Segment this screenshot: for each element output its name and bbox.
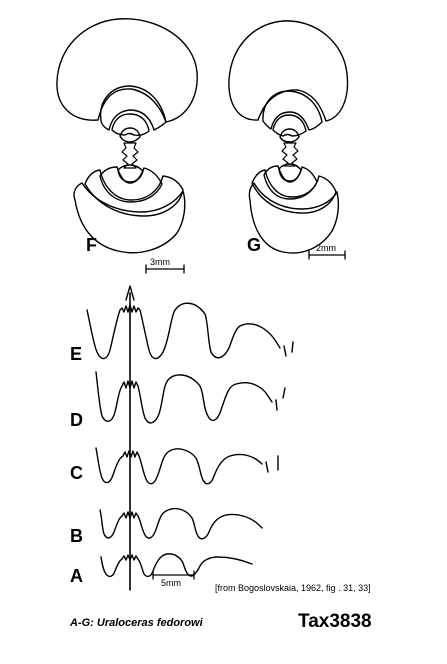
whorl-f-outer-bottom: [73, 182, 186, 254]
whorl-f-2-bottom: [84, 169, 184, 217]
whorl-g-2-bottom: [251, 169, 337, 214]
scale-bar-g: [308, 250, 346, 260]
whorl-g-3-top: [272, 114, 307, 137]
scale-label-f: 3mm: [150, 257, 170, 267]
whorl-g-3-bottom: [263, 165, 318, 200]
whorl-f-outer-top: [56, 18, 198, 123]
venter-axis: [125, 285, 135, 591]
whorl-f-3-top: [111, 113, 150, 137]
whorl-f-3-bottom: [99, 166, 163, 203]
cross-section-f: [56, 18, 198, 254]
scale-label-g: 2mm: [316, 243, 336, 253]
scale-bar-f: [145, 264, 185, 274]
panel-label-f: F: [86, 235, 97, 255]
suture-line-e: [86, 302, 294, 360]
panel-label-b: B: [70, 526, 83, 546]
axis-arrowhead: [125, 285, 135, 301]
siphuncle-core-g: [281, 142, 299, 167]
panel-label-e: E: [70, 344, 83, 364]
whorl-g-outer-top: [228, 20, 349, 122]
whorl-g-2-top: [262, 90, 323, 131]
cross-section-g: [228, 20, 349, 254]
suture-line-d: [95, 371, 286, 424]
panel-label-g: G: [247, 235, 262, 255]
panel-label-c: C: [70, 463, 83, 483]
suture-line-a: [100, 553, 253, 578]
whorl-f-4-top: [119, 127, 141, 143]
suture-line-b: [99, 507, 263, 540]
whorl-f-2-top: [99, 85, 167, 131]
source-reference: [from Bogoslovskaia, 1962, fig . 31, 33]: [215, 583, 371, 593]
scale-bar-sutures: [152, 570, 195, 580]
panel-label-d: D: [70, 410, 83, 430]
figure-caption: A-G: Uraloceras fedorowi: [70, 617, 203, 629]
panel-label-a: A: [70, 566, 83, 586]
suture-line-c: [95, 447, 279, 485]
scale-label-sutures: 5mm: [161, 578, 181, 588]
whorl-g-4-top: [279, 128, 300, 143]
taxon-id: Tax3838: [298, 611, 372, 632]
whorl-g-outer-bottom: [248, 182, 340, 254]
caption-taxon: Uraloceras fedorowi: [96, 617, 203, 629]
caption-prefix: A-G:: [70, 617, 94, 629]
siphuncle-core-f: [121, 142, 139, 169]
